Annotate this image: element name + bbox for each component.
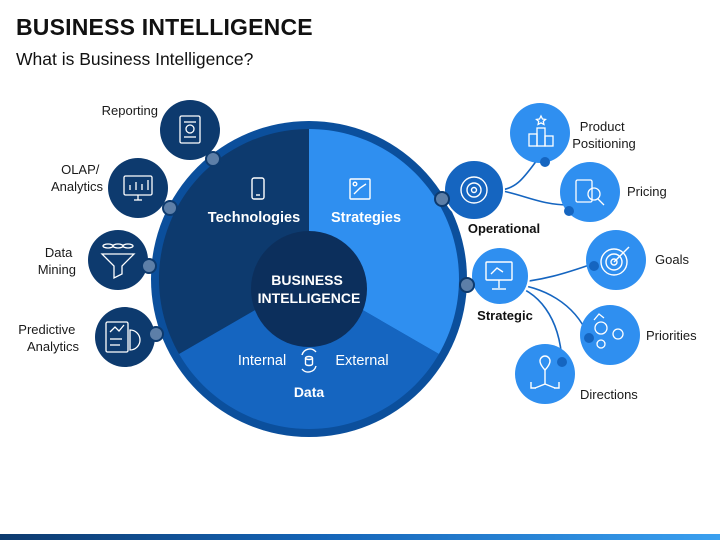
olap-connector-dot (162, 200, 178, 216)
reporting-label: Reporting (102, 103, 158, 118)
product-positioning-node[interactable] (510, 103, 570, 163)
strategic-node[interactable] (470, 246, 530, 306)
product-positioning-line-2: Positioning (572, 136, 636, 151)
pricing-magnifier-icon (575, 179, 605, 206)
strategies-label: Strategies (331, 210, 401, 226)
priorities-connector-dot (584, 333, 594, 343)
predictive-label-line-2: Analytics (27, 339, 80, 354)
goals-label: Goals (655, 252, 689, 267)
olap-label-line-1: OLAP/ (61, 162, 100, 177)
olap-analytics-node[interactable] (108, 158, 168, 218)
operational-label: Operational (468, 221, 540, 236)
reporting-connector-dot (205, 151, 221, 167)
data-mining-label: Data Mining (38, 245, 76, 277)
technologies-label: Technologies (208, 210, 300, 226)
product-positioning-line-1: Product (580, 119, 625, 134)
strategy-board-icon (349, 178, 371, 200)
center-label-line-2: INTELLIGENCE (258, 290, 361, 306)
pricing-node[interactable] (560, 162, 620, 222)
data-mining-node[interactable] (88, 230, 148, 290)
external-label: External (335, 353, 388, 369)
predictive-connector-dot (148, 326, 164, 342)
operational-node[interactable] (443, 159, 505, 221)
analytics-monitor-icon (123, 175, 153, 201)
page-subtitle: What is Business Intelligence? (16, 49, 254, 69)
report-icon (179, 115, 201, 144)
target-icon (600, 246, 630, 276)
reporting-node[interactable] (160, 100, 220, 160)
page-title: BUSINESS INTELLIGENCE (16, 14, 313, 40)
presentation-board-icon (485, 261, 513, 290)
predictive-analytics-icon (105, 321, 141, 353)
internal-label: Internal (238, 353, 286, 369)
olap-label-line-2: Analytics (51, 179, 104, 194)
predictive-analytics-node[interactable] (95, 307, 155, 367)
segment-data[interactable] (179, 279, 439, 429)
podium-stars-icon (528, 114, 554, 147)
directions-connector-dot (557, 357, 567, 367)
strategic-label: Strategic (477, 308, 533, 323)
strategic-connector-dot (459, 277, 475, 293)
goals-connector-dot (589, 261, 599, 271)
priorities-node[interactable] (580, 305, 640, 365)
pricing-connector-dot (564, 206, 574, 216)
data-sync-icon (301, 348, 317, 373)
data-mining-label-line-1: Data (45, 245, 73, 260)
predictive-analytics-label: Predictive Analytics (18, 322, 79, 354)
center-label: BUSINESS INTELLIGENCE (258, 272, 361, 306)
data-mining-connector-dot (141, 258, 157, 274)
wheel-center[interactable] (251, 231, 367, 347)
priorities-label: Priorities (646, 328, 697, 343)
data-label: Data (294, 384, 325, 400)
gear-cycle-icon (460, 176, 488, 204)
priorities-icon (593, 313, 624, 349)
center-label-line-1: BUSINESS (271, 272, 343, 288)
predictive-label-line-1: Predictive (18, 322, 75, 337)
directions-icon (530, 355, 560, 389)
data-mining-label-line-2: Mining (38, 262, 76, 277)
pricing-label: Pricing (627, 184, 667, 199)
product-positioning-connector-dot (540, 157, 550, 167)
data-mining-funnel-icon (100, 243, 136, 280)
product-positioning-label: Product Positioning (572, 119, 636, 151)
directions-label: Directions (580, 387, 638, 402)
smartphone-icon (251, 177, 265, 200)
bottom-accent-bar (0, 534, 720, 540)
operational-connector-dot (434, 191, 450, 207)
olap-label: OLAP/ Analytics (51, 162, 104, 194)
